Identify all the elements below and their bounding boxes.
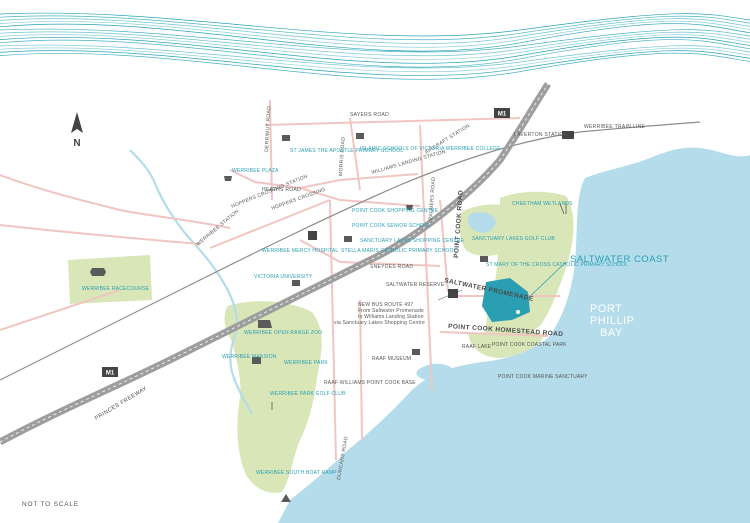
label-point-cook-road: POINT COOK ROAD	[453, 190, 465, 258]
label-derrimut-road: DERRIMUT ROAD	[264, 106, 272, 152]
label-raaf-williams: RAAF WILLIAMS POINT COOK BASE	[324, 380, 416, 386]
label-werribee-plaza: WERRIBEE PLAZA	[232, 168, 279, 174]
wave-line	[0, 52, 750, 80]
port-phillip-bay	[278, 147, 750, 523]
label-sanctuary-shopping: SANCTUARY LAKES SHOPPING CENTRE	[360, 238, 465, 244]
saltwater-coast-pointer	[521, 261, 567, 305]
coastal-park-area	[468, 331, 545, 358]
label-victoria-university: VICTORIA UNIVERSITY	[254, 274, 313, 280]
university-icon	[292, 280, 300, 286]
train-line	[0, 121, 701, 381]
wave-line	[0, 18, 750, 44]
label-morris-road: MORRIS ROAD	[338, 137, 347, 177]
label-train-line: WERRIBEE TRAIN LINE	[584, 124, 646, 130]
label-mercy-hospital: WERRIBEE MERCY HOSPITAL	[262, 248, 338, 254]
mansion-icon	[252, 357, 261, 364]
label-bus-from: From Saltwater Promenade	[358, 308, 424, 314]
label-palmers-road: PALMERS ROAD	[428, 177, 437, 220]
label-saltwater-reserve: SALTWATER RESERVE	[386, 282, 445, 288]
label-not-to-scale: NOT TO SCALE	[22, 501, 79, 508]
label-islamic-schools: ISLAMIC SCHOOLS OF VICTORIA WERRIBEE COL…	[360, 146, 501, 152]
hospital-icon	[308, 231, 317, 240]
m1-shield-bottom: M1	[102, 367, 118, 377]
princes-freeway-centerline	[0, 83, 549, 443]
wave-line	[0, 12, 750, 37]
label-werribee-station: WERRIBEE STATION	[195, 208, 240, 247]
label-sayers-road: SAYERS ROAD	[350, 112, 389, 118]
label-saltwater-coast: SALTWATER COAST	[570, 254, 669, 265]
svg-text:M1: M1	[106, 371, 115, 377]
reed-icon	[559, 202, 567, 215]
svg-text:N: N	[73, 138, 80, 149]
label-marine-sanctuary: POINT COOK MARINE SANCTUARY	[498, 374, 588, 380]
sanctuary-lake	[467, 212, 496, 233]
label-raaf-museum: RAAF MUSEUM	[372, 356, 411, 362]
label-racecourse: WERRIBEE RACECOURSE	[82, 286, 150, 292]
museum-icon	[412, 349, 420, 355]
label-st-james: ST JAMES THE APOSTLE PRIMARY SCHOOL	[290, 148, 403, 154]
label-heaths-road: HEATHS ROAD	[262, 187, 301, 193]
label-bus-to: to Williams Landing Station	[358, 314, 424, 320]
school-icon-stella	[344, 236, 352, 242]
wave-line	[0, 34, 750, 60]
label-bus-route: NEW BUS ROUTE 497	[358, 302, 413, 308]
wave-line	[0, 20, 750, 48]
wave-line	[0, 31, 750, 57]
cart-icon-plaza	[224, 176, 232, 181]
m1-shield-top: M1	[494, 108, 510, 118]
wave-line	[0, 50, 750, 76]
label-bus-via: via Sanctuary Lakes Shopping Centre	[334, 320, 425, 326]
label-golf-club: WERRIBEE PARK GOLF CLUB	[270, 391, 346, 397]
label-cheetham: CHEETHAM WETLANDS	[512, 201, 573, 207]
werribee-park-area	[224, 301, 322, 493]
train-icon	[562, 131, 574, 139]
north-arrow-icon: N	[71, 112, 83, 149]
racecourse-area	[68, 255, 152, 304]
cart-icon-shopping	[406, 205, 413, 210]
wave-line	[0, 15, 750, 41]
label-pc-shopping: POINT COOK SHOPPING CENTRE	[352, 208, 439, 214]
bus-icon	[448, 289, 458, 298]
label-zoo: WERRIBEE OPEN RANGE ZOO	[244, 330, 322, 336]
label-stella-maris: STELLA MARIS CATHOLIC PRIMARY SCHOOL	[341, 248, 457, 254]
elephant-icon	[258, 320, 272, 328]
label-sneydes-road: SNEYDES ROAD	[370, 264, 413, 270]
raaf-lake	[416, 363, 452, 381]
wave-decoration	[0, 12, 750, 80]
label-werribee-park: WERRIBEE PARK	[284, 360, 328, 366]
wave-line	[0, 23, 750, 52]
school-icon-islamic	[356, 133, 364, 139]
horse-icon	[90, 268, 106, 276]
label-mansion: WERRIBEE MANSION	[222, 354, 277, 360]
label-st-mary: ST MARY OF THE CROSS CATHOLIC PRIMARY SC…	[486, 262, 628, 268]
label-pc-senior: POINT COOK SENIOR SCHOOL	[352, 223, 431, 229]
boat-icon	[281, 494, 291, 502]
school-icon-stmary	[480, 256, 488, 262]
label-boat-ramp: WERRIBEE SOUTH BOAT RAMP	[256, 470, 337, 476]
wave-line	[0, 44, 750, 69]
wave-line	[0, 39, 750, 68]
wave-line	[0, 36, 750, 64]
school-icon-st-james	[282, 135, 290, 141]
wave-line	[0, 28, 750, 53]
label-raaf-lake: RAAF LAKE	[462, 344, 492, 350]
road-network	[0, 99, 560, 461]
label-sanctuary-golf: SANCTUARY LAKES GOLF CLUB	[472, 236, 555, 242]
map-icons	[90, 131, 574, 502]
label-coastal-park: POINT COOK COASTAL PARK	[492, 342, 567, 348]
saltwater-coast-marker	[516, 310, 520, 314]
svg-text:M1: M1	[498, 112, 507, 118]
label-laverton-station: LAVERTON STATION	[514, 132, 568, 138]
wave-line	[0, 47, 750, 73]
werribee-river	[129, 149, 253, 415]
